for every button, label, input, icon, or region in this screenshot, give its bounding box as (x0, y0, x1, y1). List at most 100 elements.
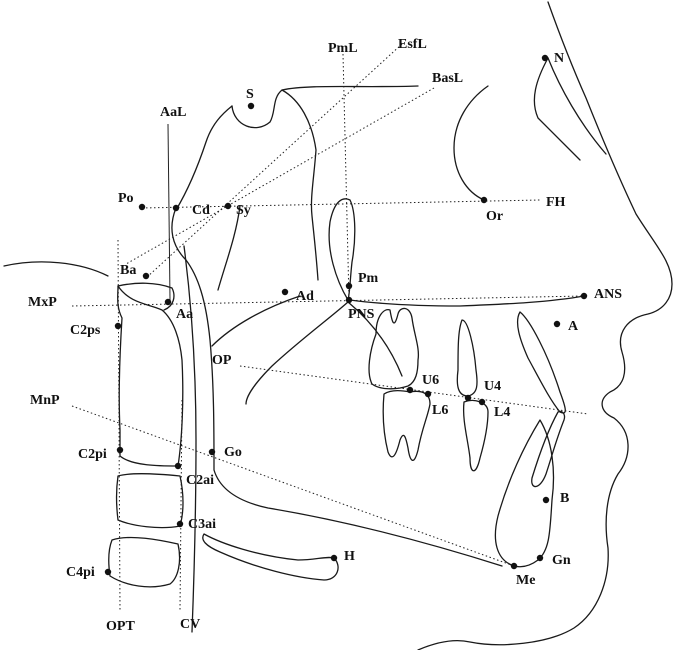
label-s: S (246, 87, 254, 102)
upper-first-molar (368, 307, 420, 390)
tongue-dorsum (211, 295, 301, 347)
posterior-pharyngeal-wall (183, 245, 197, 633)
label-sy: Sy (236, 203, 251, 218)
label-pm: Pm (358, 271, 379, 286)
label-c4pi: C4pi (66, 565, 95, 580)
point-sy (224, 202, 232, 210)
ramus-posterior (217, 205, 241, 291)
label-a: A (568, 319, 579, 334)
label-gn: Gn (552, 553, 571, 568)
point-pns (345, 296, 353, 304)
label-pml: PmL (328, 41, 358, 56)
nasal-bone (533, 57, 581, 161)
sella-turcica (231, 85, 419, 129)
label-or: Or (486, 209, 503, 224)
label-n: N (554, 51, 564, 66)
cervical-vertebra-c1 (117, 282, 175, 311)
point-a (553, 320, 561, 328)
label-aal: AaL (160, 105, 186, 120)
point-c2ps (114, 322, 122, 330)
label-ba: Ba (120, 263, 136, 278)
label-u4: U4 (484, 379, 501, 394)
label-esfl: EsfL (398, 37, 427, 52)
label-c2pi: C2pi (78, 447, 107, 462)
line-esfl (145, 43, 403, 279)
point-l6 (424, 390, 432, 398)
upper-incisor (516, 311, 566, 414)
hard-palate (349, 295, 585, 307)
label-po: Po (118, 191, 134, 206)
point-po (138, 203, 146, 211)
pterygomaxillary-fissure (328, 198, 356, 301)
label-u6: U6 (422, 373, 439, 388)
label-fh: FH (546, 195, 566, 210)
line-pml (342, 53, 350, 301)
point-ad (281, 288, 289, 296)
point-u6 (406, 386, 414, 394)
point-b (542, 496, 550, 504)
line-opt (117, 239, 121, 611)
point-c4pi (104, 568, 112, 576)
label-b: B (560, 491, 569, 506)
label-h: H (344, 549, 355, 564)
point-u4 (464, 394, 472, 402)
lower-first-molar (382, 390, 431, 461)
orbit (453, 85, 489, 201)
soft-palate (245, 301, 349, 405)
lower-incisor (531, 410, 566, 488)
point-gn (536, 554, 544, 562)
cervical-vertebra-c4 (108, 536, 181, 588)
label-me: Me (516, 573, 535, 588)
point-me (510, 562, 518, 570)
point-go (208, 448, 216, 456)
point-ans (580, 292, 588, 300)
point-l4 (478, 398, 486, 406)
line-cv (179, 399, 183, 611)
label-cv: CV (180, 617, 200, 632)
point-c2ai (174, 462, 182, 470)
label-mxp: MxP (28, 295, 57, 310)
label-ans: ANS (594, 287, 622, 302)
lower-premolar (462, 399, 489, 472)
frontonasal-line (547, 57, 607, 155)
label-mnp: MnP (30, 393, 60, 408)
label-op: OP (212, 353, 232, 368)
label-ad: Ad (296, 289, 314, 304)
point-ba (142, 272, 150, 280)
line-basl (125, 87, 435, 265)
occipital-contour (3, 261, 109, 277)
label-cd: Cd (192, 203, 210, 218)
label-c3ai: C3ai (188, 517, 216, 532)
line-mxp (71, 295, 585, 307)
point-aa (164, 298, 172, 306)
cervical-vertebra-c2 (117, 285, 184, 467)
label-c2ps: C2ps (70, 323, 101, 338)
point-cd (172, 204, 180, 212)
point-or (480, 196, 488, 204)
label-go: Go (224, 445, 242, 460)
point-c2pi (116, 446, 124, 454)
posterior-cranial-base (281, 89, 319, 281)
label-c2ai: C2ai (186, 473, 214, 488)
label-basl: BasL (432, 71, 463, 86)
anterior-clivus (175, 105, 233, 211)
point-s (247, 102, 255, 110)
label-l4: L4 (494, 405, 510, 420)
label-opt: OPT (106, 619, 135, 634)
point-h (330, 554, 338, 562)
point-n (541, 54, 549, 62)
line-aal (167, 123, 171, 301)
label-aa: Aa (176, 307, 193, 322)
line-mnp (71, 405, 515, 567)
upper-premolar (456, 319, 478, 397)
label-pns: PNS (348, 307, 375, 322)
point-c3ai (176, 520, 184, 528)
cervical-vertebra-c3 (115, 473, 184, 529)
label-l6: L6 (432, 403, 448, 418)
soft-tissue-profile (417, 1, 673, 650)
condylar-process (171, 207, 503, 567)
pharyngeal-soft-palate (347, 301, 403, 377)
hyoid-bone (202, 533, 339, 581)
